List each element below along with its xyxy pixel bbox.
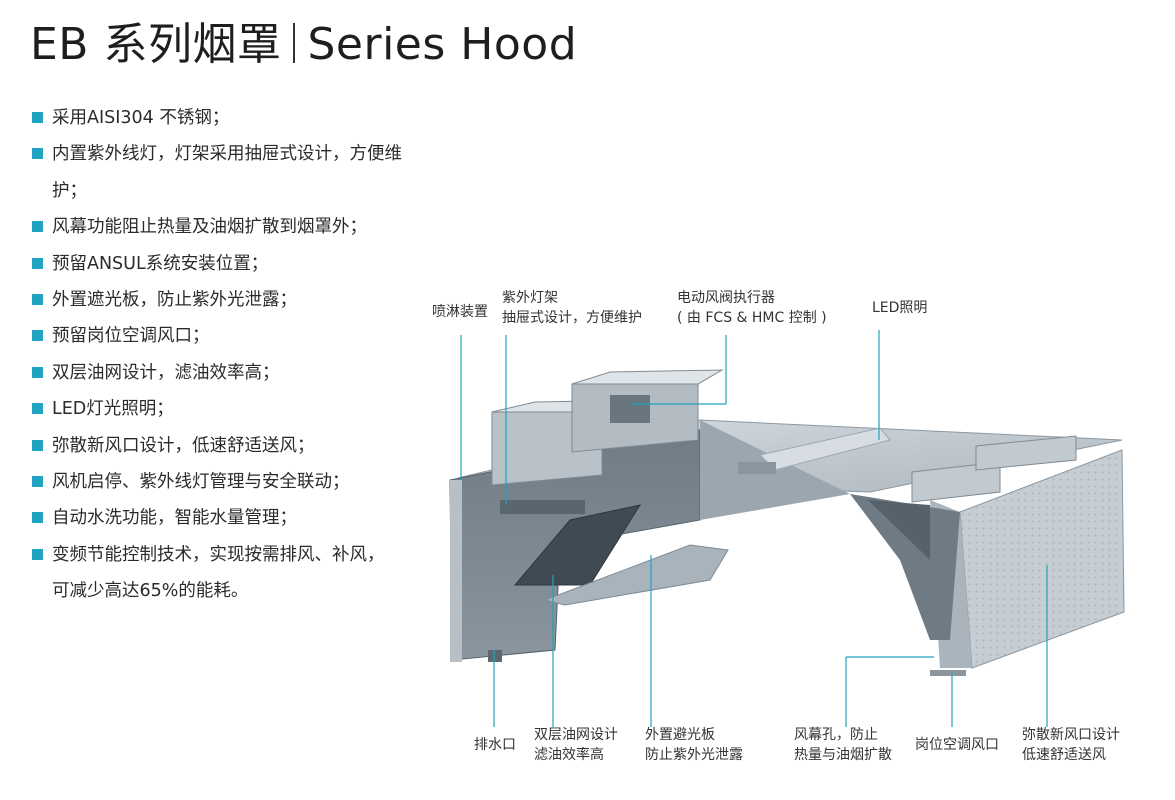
bullet-square-icon	[32, 112, 43, 123]
feature-item: 风机启停、紫外线灯管理与安全联动；	[32, 464, 432, 500]
grease-filter	[513, 504, 642, 586]
bullet-square-icon	[32, 366, 43, 378]
callout-shade-title: 外置避光板	[645, 727, 715, 743]
bullet-square-icon	[32, 221, 43, 233]
callout-uv-rack-desc: 抽屉式设计，方便维护	[502, 310, 642, 326]
right-inner-frame	[850, 494, 960, 640]
external-shade-panel	[543, 544, 729, 606]
callout-leaders	[460, 330, 1048, 727]
callout-filter-title: 双层油网设计	[534, 727, 618, 743]
bullet-square-icon	[32, 257, 43, 269]
callout-shade-desc: 防止紫外光泄露	[645, 747, 743, 763]
right-inner-bracket	[868, 500, 930, 560]
page-title: EB 系列烟罩 Series Hood	[30, 8, 577, 72]
feature-item: 预留岗位空调风口；	[32, 318, 432, 354]
feature-item-continuation: 可减少高达65%的能耗。	[52, 581, 249, 602]
callout-fresh-air-title: 弥散新风口设计	[1022, 727, 1120, 743]
feature-item: LED灯光照明；	[32, 391, 432, 427]
supply-collar-right-1	[911, 461, 1001, 503]
hood-left-face	[450, 480, 462, 662]
exhaust-collar-rear-top	[571, 369, 724, 385]
uv-lamp-rack	[500, 500, 585, 514]
supply-collar-right-2	[975, 435, 1077, 471]
bullet-square-icon	[32, 403, 43, 415]
feature-item: 风幕功能阻止热量及油烟扩散到烟罩外；	[32, 209, 432, 245]
feature-list: 采用AISI304 不锈钢； 内置紫外线灯，灯架采用抽屉式设计，方便维护； 风幕…	[32, 100, 432, 610]
drain-outlet	[488, 650, 502, 662]
feature-item: 弥散新风口设计，低速舒适送风；	[32, 428, 432, 464]
feature-item: 自动水洗功能，智能水量管理；	[32, 500, 432, 536]
feature-item: 预留ANSUL系统安装位置；	[32, 246, 432, 282]
callout-curtain-title: 风幕孔，防止	[794, 727, 878, 743]
title-en: Series Hood	[307, 19, 578, 70]
callout-led: LED照明	[872, 300, 928, 316]
callout-filter-desc: 滤油效率高	[534, 747, 604, 763]
title-cn: EB 系列烟罩	[30, 19, 282, 70]
callout-damper-desc: ( 由 FCS & HMC 控制 )	[677, 310, 827, 326]
bullet-square-icon	[32, 439, 43, 451]
feature-item: 双层油网设计，滤油效率高；	[32, 355, 432, 391]
damper-actuator	[610, 395, 650, 423]
callout-drain: 排水口	[474, 737, 516, 753]
callout-spray: 喷淋装置	[432, 304, 488, 320]
led-bracket	[738, 462, 776, 474]
bullet-square-icon	[32, 330, 43, 342]
bullet-square-icon	[32, 512, 43, 524]
feature-item: 变频节能控制技术，实现按需排风、补风，	[32, 537, 432, 573]
callout-ac-outlet: 岗位空调风口	[915, 737, 999, 753]
bullet-square-icon	[32, 148, 43, 160]
feature-item: 外置遮光板，防止紫外光泄露；	[32, 282, 432, 318]
callout-damper-title: 电动风阀执行器	[677, 290, 775, 306]
feature-item: 采用AISI304 不锈钢；	[32, 100, 432, 136]
title-divider	[293, 23, 296, 63]
feature-item: 内置紫外线灯，灯架采用抽屉式设计，方便维护；	[32, 136, 432, 209]
callout-curtain-desc: 热量与油烟扩散	[794, 747, 892, 763]
callout-uv-rack-title: 紫外灯架	[502, 290, 558, 306]
callout-fresh-air-desc: 低速舒适送风	[1022, 747, 1106, 763]
ac-outlet-grille	[930, 670, 966, 676]
bullet-square-icon	[32, 548, 43, 560]
bullet-square-icon	[32, 294, 43, 306]
bullet-square-icon	[32, 476, 43, 488]
